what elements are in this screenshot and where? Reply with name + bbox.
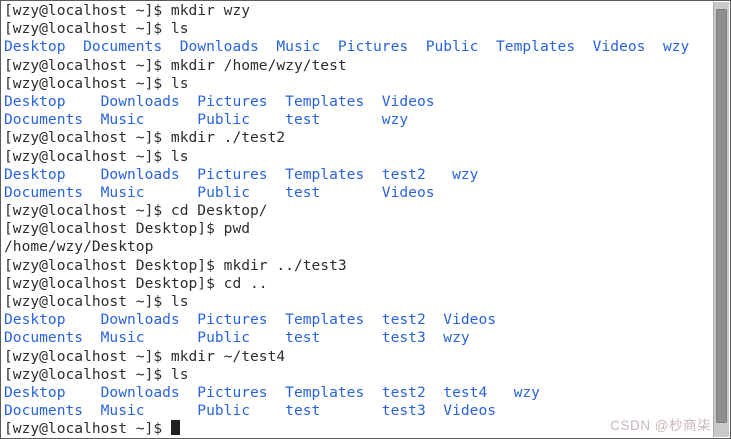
terminal-line-text: /home/wzy/Desktop (4, 238, 154, 256)
terminal-line-text: [wzy@localhost Desktop]$ pwd (4, 220, 251, 238)
terminal-line-prompt: [wzy@localhost ~]$ mkdir /home/wzy/test (4, 57, 712, 75)
terminal-line-prompt: [wzy@localhost ~]$ (4, 420, 712, 438)
terminal-line-text: [wzy@localhost ~]$ (4, 420, 171, 438)
terminal-line-text: [wzy@localhost ~]$ cd Desktop/ (4, 202, 268, 220)
terminal-line-text: Documents Music Public test Videos (4, 183, 435, 201)
terminal-output[interactable]: [wzy@localhost ~]$ mkdir wzy[wzy@localho… (4, 2, 712, 438)
terminal-line-text: [wzy@localhost ~]$ ls (4, 293, 189, 310)
terminal-line-text: Desktop Downloads Pictures Templates tes… (4, 165, 479, 183)
terminal-line-prompt: [wzy@localhost ~]$ cd Desktop/ (4, 202, 712, 220)
terminal-line-text: [wzy@localhost ~]$ mkdir wzy (4, 2, 251, 19)
terminal-line-text: Desktop Downloads Pictures Templates tes… (4, 383, 540, 401)
terminal-line-text: Desktop Downloads Pictures Templates Vid… (4, 92, 435, 110)
terminal-line-directory-listing: Desktop Downloads Pictures Templates tes… (4, 166, 712, 184)
text-cursor (170, 420, 180, 436)
terminal-line-prompt: [wzy@localhost ~]$ ls (4, 75, 712, 93)
terminal-line-directory-listing: Desktop Downloads Pictures Templates Vid… (4, 93, 712, 111)
terminal-line-text: [wzy@localhost Desktop]$ mkdir ../test3 (4, 256, 347, 274)
terminal-line-text: [wzy@localhost ~]$ mkdir ~/test4 (4, 347, 286, 365)
terminal-line-text: [wzy@localhost ~]$ ls (4, 365, 189, 383)
terminal-line-text: [wzy@localhost ~]$ ls (4, 74, 189, 92)
terminal-line-directory-listing: Documents Music Public test Videos (4, 184, 712, 202)
terminal-line-directory-listing: Documents Music Public test wzy (4, 111, 712, 129)
terminal-line-prompt: [wzy@localhost Desktop]$ mkdir ../test3 (4, 257, 712, 275)
terminal-line-text: Desktop Downloads Pictures Templates tes… (4, 311, 497, 329)
terminal-line-text: Documents Music Public test wzy (4, 111, 409, 129)
terminal-line-prompt: [wzy@localhost ~]$ mkdir ./test2 (4, 129, 712, 147)
terminal-line-prompt: [wzy@localhost Desktop]$ pwd (4, 220, 712, 238)
terminal-line-text: Documents Music Public test test3 wzy (4, 329, 470, 347)
terminal-line-directory-listing: Documents Music Public test test3 Videos (4, 402, 712, 420)
terminal-line-text: [wzy@localhost ~]$ mkdir /home/wzy/test (4, 56, 347, 74)
terminal-line-text: [wzy@localhost ~]$ ls (4, 147, 189, 165)
terminal-line-prompt: [wzy@localhost ~]$ ls (4, 20, 712, 38)
terminal-line-text: [wzy@localhost ~]$ mkdir ./test2 (4, 129, 286, 147)
terminal-line-prompt: [wzy@localhost Desktop]$ cd .. (4, 275, 712, 293)
terminal-line-text: Documents Music Public test test3 Videos (4, 402, 497, 420)
csdn-watermark: CSDN @杪商柒 (610, 418, 711, 433)
terminal-line-directory-listing: Desktop Documents Downloads Music Pictur… (4, 38, 712, 56)
terminal-line-text: Desktop Documents Downloads Music Pictur… (4, 38, 690, 56)
terminal-line-directory-listing: Documents Music Public test test3 wzy (4, 329, 712, 347)
terminal-line-directory-listing: Desktop Downloads Pictures Templates tes… (4, 384, 712, 402)
terminal-line-prompt: [wzy@localhost ~]$ ls (4, 148, 712, 166)
terminal-line-directory-listing: Desktop Downloads Pictures Templates tes… (4, 311, 712, 329)
terminal-line-prompt: [wzy@localhost ~]$ mkdir ~/test4 (4, 348, 712, 366)
terminal-line-text: [wzy@localhost Desktop]$ cd .. (4, 274, 268, 292)
terminal-line-prompt: /home/wzy/Desktop (4, 238, 712, 256)
terminal-line-prompt: [wzy@localhost ~]$ ls (4, 293, 712, 311)
scrollbar-thumb[interactable] (716, 9, 727, 423)
scrollbar[interactable] (713, 2, 729, 437)
terminal-line-prompt: [wzy@localhost ~]$ ls (4, 366, 712, 384)
terminal-line-text: [wzy@localhost ~]$ ls (4, 20, 189, 38)
terminal-line-prompt: [wzy@localhost ~]$ mkdir wzy (4, 2, 712, 20)
